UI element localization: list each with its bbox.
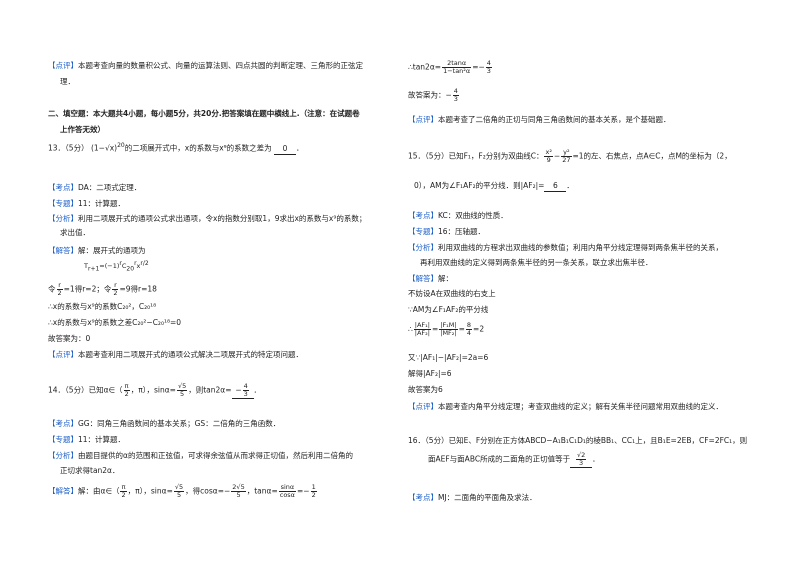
q15-fenxi: 【分析】利用双曲线的方程求出双曲线的参数值；利用内角平分线定理得到两条焦半径的关…: [408, 243, 723, 252]
q16-kaodian: 【考点】MJ：二面角的平面角及求法．: [408, 493, 537, 502]
q14-dianping: 【点评】本题考查了二倍角的正切与同角三角函数间的基本关系，是个基础题．: [408, 115, 671, 124]
q15-jieda: 【解答】解：: [408, 274, 453, 283]
q13-fenxi: 【分析】利用二项展开式的通项公式求出通项，令x的指数分别取1，9求出x的系数与x…: [48, 214, 367, 223]
q15-zhuanti: 【专题】16：压轴题．: [408, 227, 486, 236]
answer-blank: 0: [274, 143, 297, 155]
note-review-top: 【点评】本题考查向量的数量积公式、向量的运算法则、四点共圆的判断定理、三角形的正…: [48, 61, 363, 70]
q15-kaodian: 【考点】KC：双曲线的性质．: [408, 211, 508, 220]
q13-zhuanti: 【专题】11：计算题．: [48, 199, 126, 208]
q14-zhuanti: 【专题】11：计算题．: [48, 435, 126, 444]
q14-fenxi: 【分析】由题目提供的α的范围和正弦值，可求得余弦值从而求得正切值，然后利用二倍角…: [48, 451, 353, 460]
q13-dianping: 【点评】本题考查利用二项展开式的通项公式解决二项展开式的特定项问题．: [48, 350, 303, 359]
q13-jieda: 【解答】解：展开式的通项为: [48, 246, 146, 255]
answer-blank: 6: [544, 180, 567, 192]
section-heading: 二、填空题：本大题共4小题，每小题5分，共20分.把答案填在题中横线上.（注意：…: [48, 109, 360, 118]
question-13: 13．（5分） (1−√x)20的二项展开式中，x的系数与x⁹的系数之差为 0．: [48, 142, 304, 155]
q15-dianping: 【点评】本题考查内角平分线定理；考查双曲线的定义；解有关焦半径问题常用双曲线的定…: [408, 402, 723, 411]
q14-kaodian: 【考点】GG：同角三角函数间的基本关系；GS：二倍角的三角函数．: [48, 419, 281, 428]
question-16: 16．（5分）已知E、F分别在正方体ABCD−A₁B₁C₁D₁的棱BB₁、CC₁…: [408, 436, 748, 445]
q13-kaodian: 【考点】DA：二项式定理．: [48, 183, 142, 192]
q13-general-term: Tr+1=(−1)rC20rxr/2: [84, 260, 149, 273]
